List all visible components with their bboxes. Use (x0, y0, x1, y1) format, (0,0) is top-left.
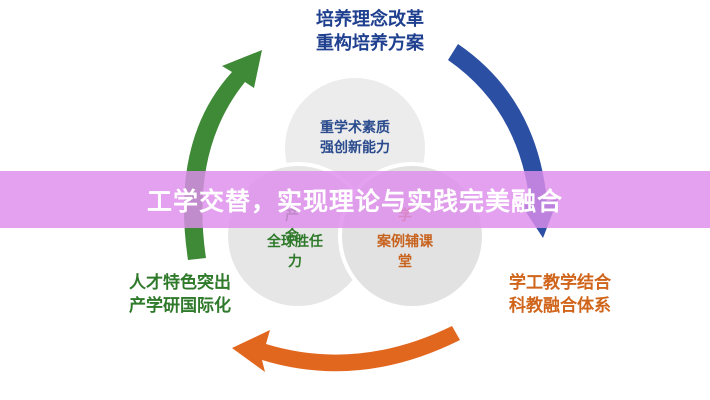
circle-top-line1: 重学术素质 (320, 120, 390, 136)
circle-right-text: 案例辅课 堂 (350, 232, 460, 273)
top-label-line1: 培养理念改革 (316, 9, 424, 30)
top-label-line2: 重构培养方案 (316, 33, 424, 55)
circle-right-line2: 堂 (398, 254, 412, 271)
circle-left-line1: 全球胜任 (267, 234, 323, 250)
circle-left-partial-line2: 合 (285, 228, 299, 245)
banner-title: 工学交替，实现理论与实践完美融合 (146, 187, 563, 216)
circle-top-text: 重学术素质 强创新能力 (300, 118, 410, 159)
arrow-orange (232, 326, 460, 372)
arrow-green (183, 50, 262, 260)
left-label-line2: 产学研国际化 (129, 295, 231, 316)
circle-left-text: 全球胜任 力 (245, 232, 345, 273)
circle-left-line2: 力 (288, 254, 302, 271)
left-label-line1: 人才特色突出 (129, 273, 231, 293)
left-label: 人才特色突出 产学研国际化 (95, 272, 265, 318)
right-label-line2: 科教融合体系 (509, 295, 611, 316)
circle-top-line2: 强创新能力 (320, 140, 390, 157)
title-banner: 工学交替，实现理论与实践完美融合 (0, 171, 710, 228)
right-label: 学工教学结合 科教融合体系 (455, 272, 665, 318)
circle-right-line1: 案例辅课 (377, 234, 433, 250)
top-label: 培养理念改革 重构培养方案 (270, 8, 470, 57)
right-label-line1: 学工教学结合 (509, 273, 611, 293)
